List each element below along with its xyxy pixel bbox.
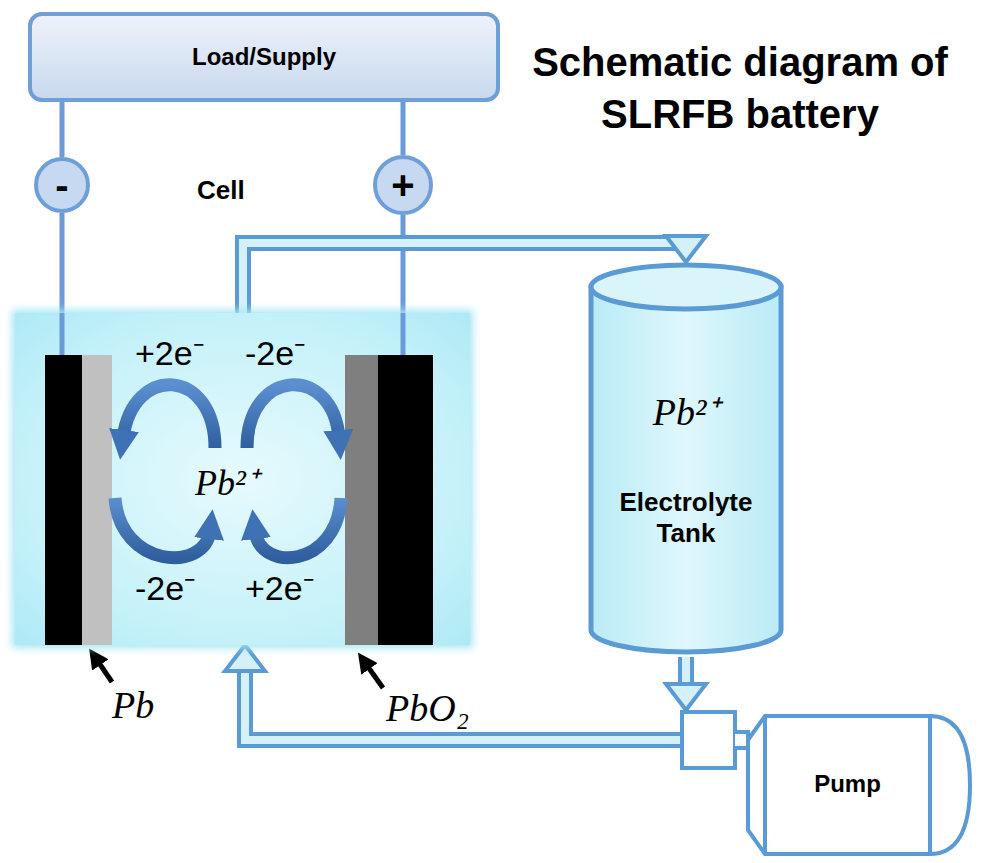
wire-connector	[62, 213, 63, 313]
terminal-circle: +	[373, 155, 433, 215]
electron-label: -2e⁻	[135, 568, 195, 609]
pipe-connector	[225, 645, 680, 740]
electrode-label: Pb	[112, 683, 154, 729]
node-label: +	[391, 165, 414, 205]
node-body: Electrolyte Tank	[596, 487, 776, 549]
diagram-title: Schematic diagram of SLRFB battery	[515, 36, 965, 140]
load-supply-box: Load/Supply	[28, 12, 500, 102]
node-label: Load/Supply	[192, 43, 336, 72]
node-label: Pb²⁺	[588, 390, 784, 436]
wire-connector	[62, 102, 63, 157]
pump: Pump	[680, 710, 975, 860]
wire-connector	[403, 102, 404, 155]
node-label: -	[55, 165, 68, 205]
electrode-label: PbO₂	[386, 686, 469, 732]
ion-label: Pb²⁺	[195, 462, 258, 505]
electron-label: -2e⁻	[245, 333, 305, 374]
leader-arrow	[97, 660, 112, 682]
electron-label: +2e⁻	[245, 568, 314, 609]
leader-arrow	[366, 664, 383, 688]
terminal-circle: -	[34, 157, 90, 213]
node-label: Pump	[765, 770, 930, 799]
node-label: Cell	[197, 175, 245, 206]
tank-outline	[588, 262, 784, 657]
wire-connector	[403, 215, 404, 313]
electrolyte-tank: Pb²⁺ Electrolyte Tank	[588, 262, 784, 657]
pipe-connector	[666, 657, 706, 710]
electron-label: +2e⁻	[135, 333, 204, 374]
